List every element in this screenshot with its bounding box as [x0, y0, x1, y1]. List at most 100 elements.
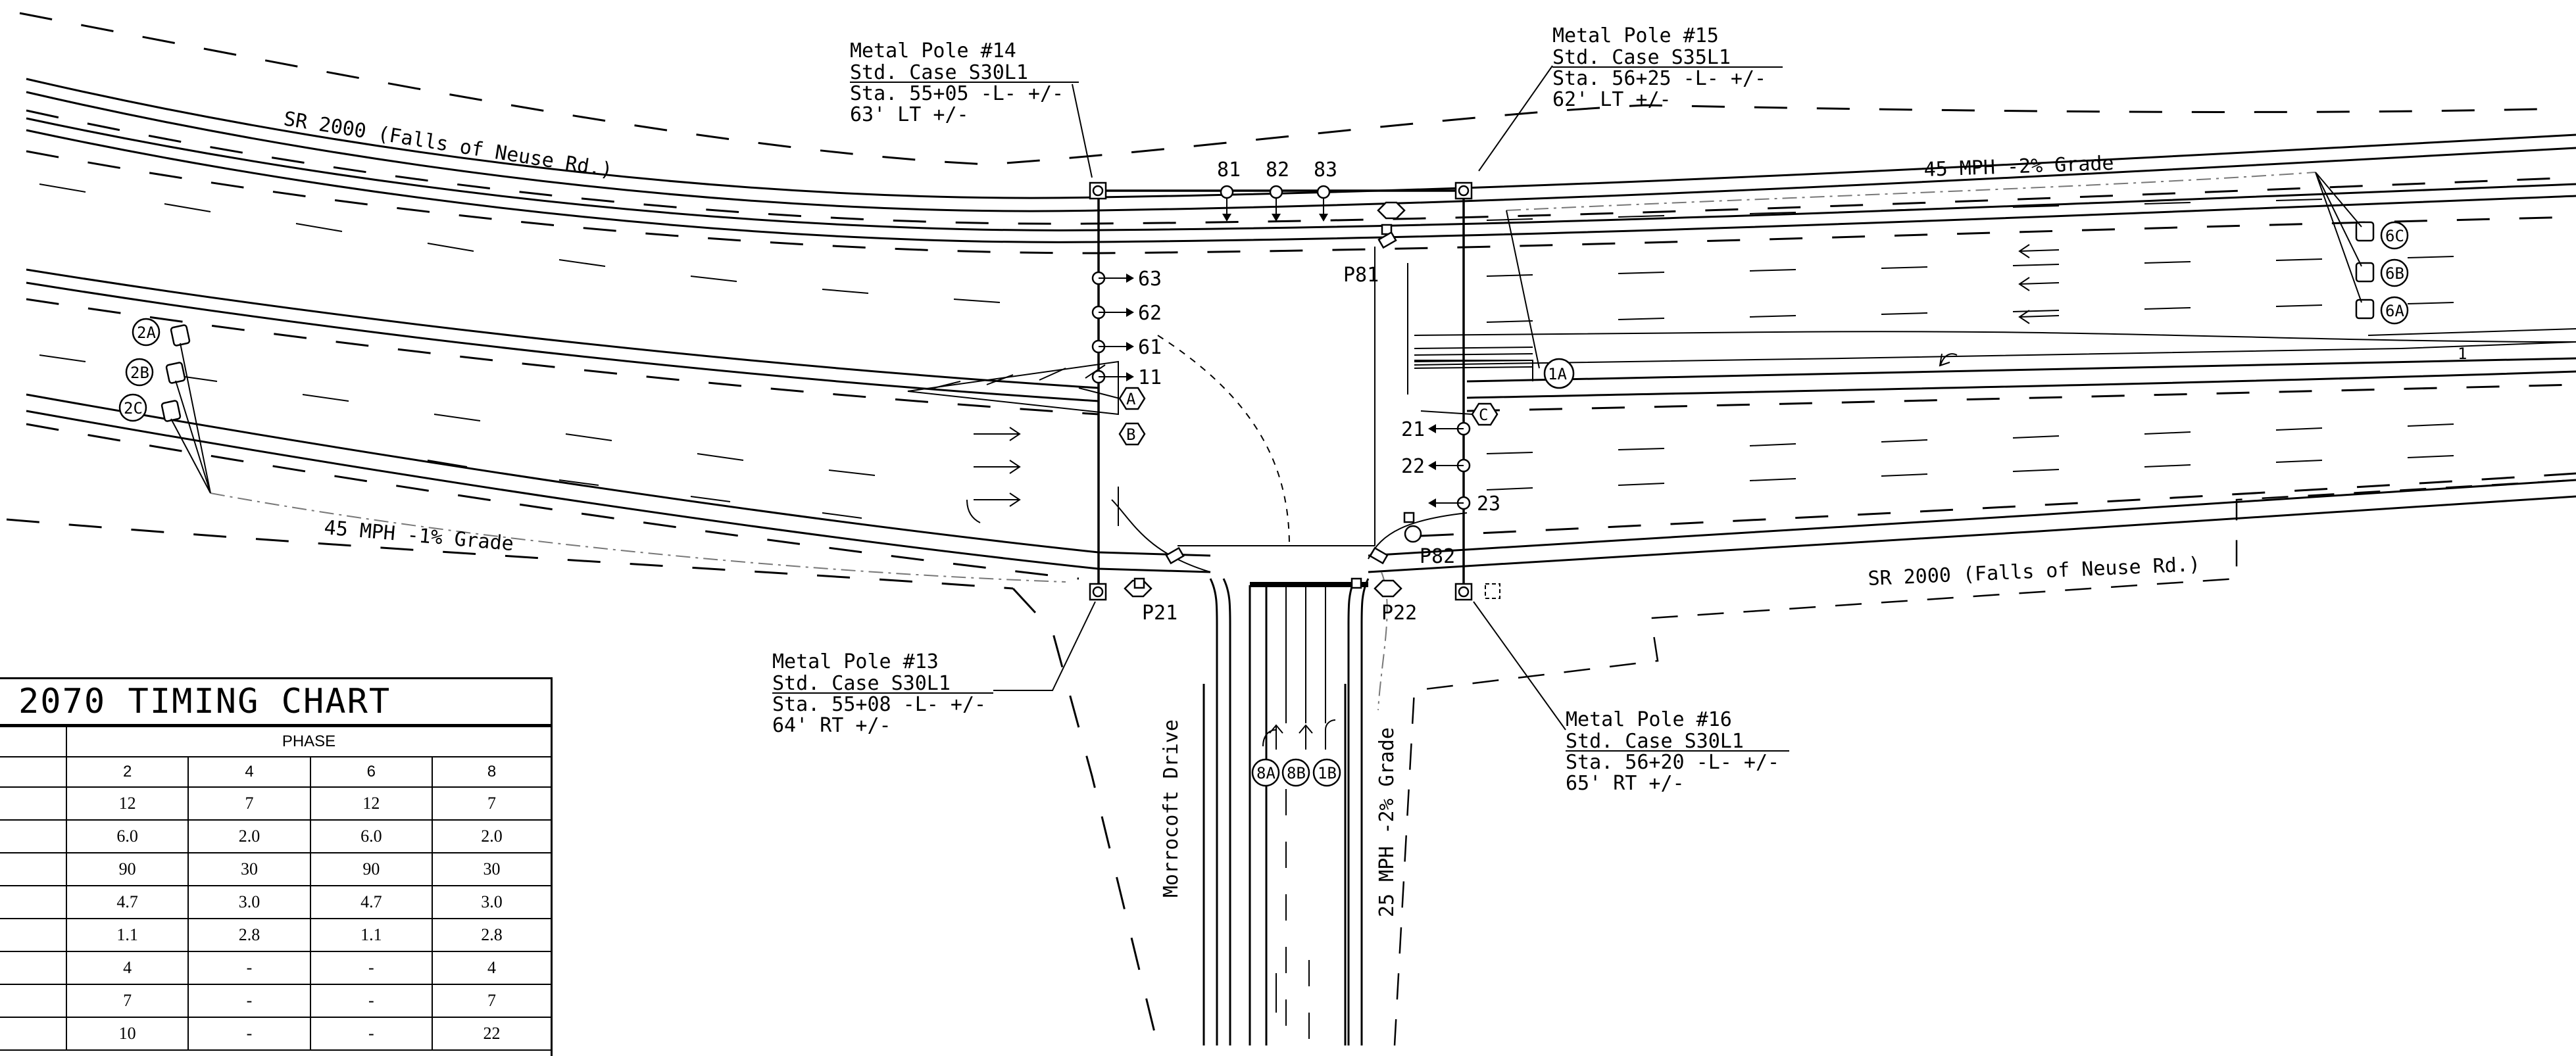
svg-text:Sta. 55+05 -L- +/-: Sta. 55+05 -L- +/-	[850, 82, 1064, 105]
row-label-cell	[0, 819, 67, 853]
svg-text:65' RT +/-: 65' RT +/-	[1566, 772, 1685, 795]
timing-cell: -	[309, 951, 433, 985]
svg-text:Metal Pole #13: Metal Pole #13	[772, 650, 939, 673]
side-street-label: Morrocoft Drive	[1160, 719, 1183, 898]
timing-cell: 3.0	[187, 885, 311, 919]
svg-text:8A: 8A	[1256, 764, 1276, 782]
svg-text:Metal Pole #15: Metal Pole #15	[1552, 24, 1719, 47]
svg-text:2A: 2A	[137, 324, 156, 342]
road-label-east: SR 2000 (Falls of Neuse Rd.)	[1868, 553, 2201, 590]
svg-text:Std. Case S30L1: Std. Case S30L1	[1566, 730, 1744, 753]
timing-cell: 22	[431, 1017, 551, 1051]
row-label-cell	[0, 1017, 67, 1051]
svg-text:22: 22	[1401, 455, 1425, 478]
svg-text:Std. Case S30L1: Std. Case S30L1	[772, 672, 951, 695]
timing-cell: 7	[187, 786, 311, 821]
timing-cell: 90	[65, 852, 189, 886]
detector-callouts: 2A 2B 2C 6A 6B 6C 1A 1B 8A 8B	[118, 221, 2409, 787]
timing-cell: -	[309, 1017, 433, 1051]
hex-markers: A B C	[1078, 387, 1499, 446]
phase-header: 2	[65, 756, 189, 788]
speed-label-west: 45 MPH -1% Grade	[323, 516, 514, 556]
pole-label-14: Metal Pole #14 Std. Case S30L1 Sta. 55+0…	[850, 39, 1079, 126]
signal-head-labels: 81 82 83 63 62 61 11 21 22 23	[1138, 158, 1500, 516]
timing-cell: 2.0	[187, 819, 311, 853]
svg-text:P21: P21	[1142, 602, 1177, 625]
svg-text:B: B	[1126, 425, 1135, 444]
table-row: 7--7	[0, 984, 551, 1018]
svg-text:2B: 2B	[130, 364, 149, 382]
svg-text:63' LT +/-: 63' LT +/-	[850, 103, 969, 126]
svg-text:82: 82	[1266, 158, 1289, 181]
svg-text:61: 61	[1138, 336, 1162, 359]
svg-text:1A: 1A	[1548, 365, 1567, 383]
timing-cell: 10	[65, 1017, 189, 1051]
svg-text:81: 81	[1217, 158, 1241, 181]
svg-text:62' LT +/-: 62' LT +/-	[1552, 88, 1672, 111]
table-row: 4--4	[0, 951, 551, 985]
row-label-cell	[0, 786, 67, 821]
svg-text:6C: 6C	[2385, 227, 2404, 245]
timing-cell: 4.7	[309, 885, 433, 919]
timing-cell: 4	[431, 951, 551, 985]
row-label-cell	[0, 852, 67, 886]
timing-cell: 1.1	[65, 918, 189, 952]
svg-text:83: 83	[1314, 158, 1337, 181]
pole-label-13: Metal Pole #13 Std. Case S30L1 Sta. 55+0…	[772, 650, 993, 737]
svg-text:P82: P82	[1420, 545, 1455, 568]
svg-text:63: 63	[1138, 268, 1162, 291]
road-label-west: SR 2000 (Falls of Neuse Rd.)	[282, 107, 614, 182]
phase-header: 4	[187, 756, 311, 788]
svg-text:Sta. 55+08 -L- +/-: Sta. 55+08 -L- +/-	[772, 693, 986, 716]
timing-cell: -	[187, 984, 311, 1018]
ped-head-labels: P81 P82 P21 P22	[1142, 264, 1455, 625]
timing-cell: 7	[431, 984, 551, 1018]
svg-text:23: 23	[1477, 492, 1500, 516]
svg-text:A: A	[1126, 390, 1136, 408]
svg-text:C: C	[1479, 406, 1488, 424]
timing-cell: 12	[309, 786, 433, 821]
svg-text:21: 21	[1401, 418, 1425, 441]
speed-label-side: 25 MPH -2% Grade	[1375, 727, 1399, 917]
timing-cell: 4	[65, 951, 189, 985]
timing-header-blank	[0, 756, 67, 788]
svg-text:1B: 1B	[1318, 764, 1337, 782]
table-row: 10--22	[0, 1017, 551, 1051]
timing-corner	[0, 726, 67, 757]
svg-text:Sta. 56+20 -L- +/-: Sta. 56+20 -L- +/-	[1566, 751, 1779, 774]
svg-text:8B: 8B	[1287, 764, 1306, 782]
svg-text:Metal Pole #16: Metal Pole #16	[1566, 708, 1732, 731]
row-label-cell	[0, 951, 67, 985]
phase-header: 6	[309, 756, 433, 788]
row-label-cell	[0, 918, 67, 952]
svg-text:P22: P22	[1381, 602, 1417, 625]
timing-phase-label: PHASE	[66, 726, 551, 757]
svg-text:6B: 6B	[2385, 264, 2404, 283]
timing-cell: -	[187, 951, 311, 985]
svg-text:P81: P81	[1343, 264, 1379, 287]
timing-cell: 6.0	[65, 819, 189, 853]
timing-cell: 6.0	[309, 819, 433, 853]
timing-cell: 4.7	[65, 885, 189, 919]
timing-cell: 2.8	[187, 918, 311, 952]
timing-cell: 12	[65, 786, 189, 821]
svg-text:Metal Pole #14: Metal Pole #14	[850, 39, 1016, 62]
timing-cell: 3.0	[431, 885, 551, 919]
svg-text:62: 62	[1138, 302, 1162, 325]
svg-text:Sta. 56+25 -L- +/-: Sta. 56+25 -L- +/-	[1552, 67, 1766, 90]
pole-label-16: Metal Pole #16 Std. Case S30L1 Sta. 56+2…	[1566, 708, 1789, 795]
timing-cell: 2.8	[431, 918, 551, 952]
svg-text:64' RT +/-: 64' RT +/-	[772, 714, 891, 737]
svg-text:11: 11	[1138, 366, 1162, 389]
timing-cell: 90	[309, 852, 433, 886]
timing-cell: 30	[187, 852, 311, 886]
svg-text:Std. Case S35L1: Std. Case S35L1	[1552, 46, 1731, 69]
row-label-cell	[0, 984, 67, 1018]
